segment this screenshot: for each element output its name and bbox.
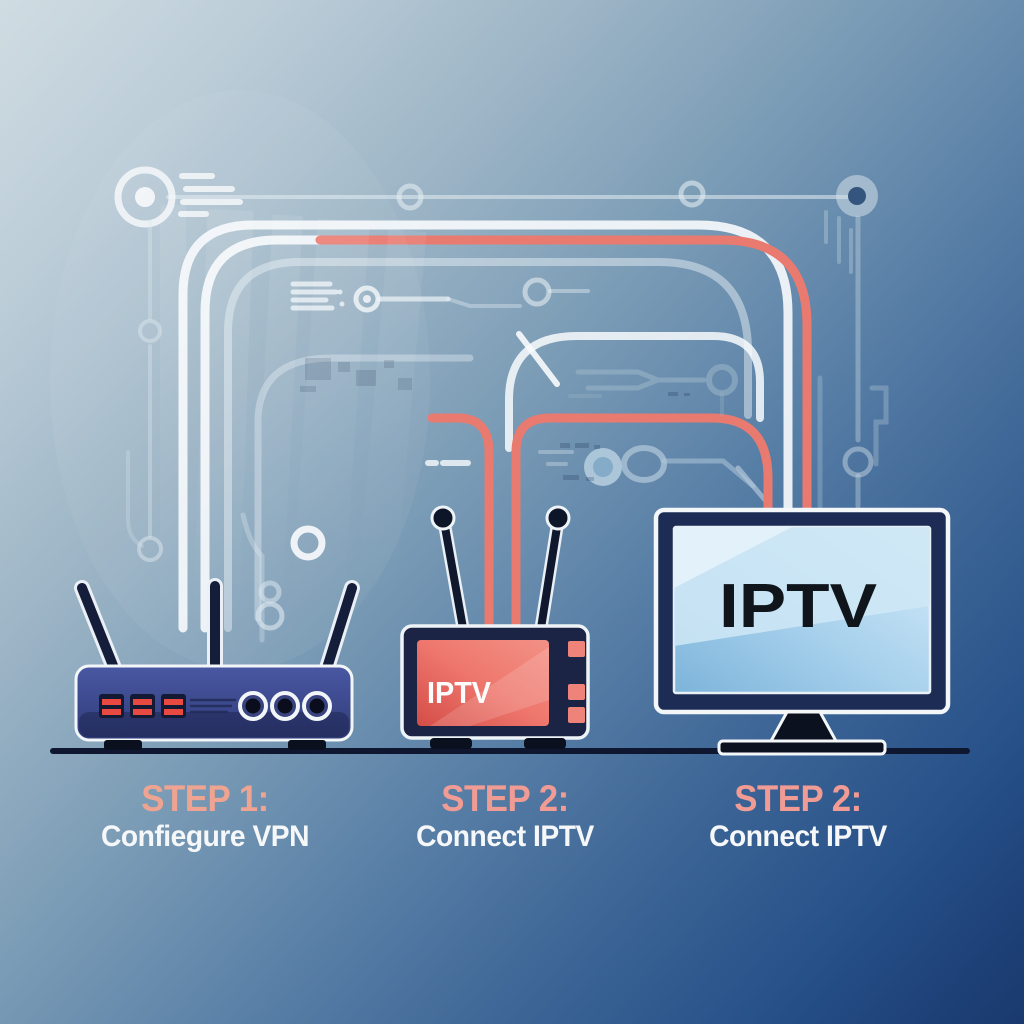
router-foot bbox=[104, 740, 142, 750]
router-foot bbox=[288, 740, 326, 750]
target-node-icon bbox=[114, 166, 243, 228]
router-ports bbox=[238, 691, 332, 721]
left-traces bbox=[126, 220, 163, 562]
blob-node-icon bbox=[824, 175, 889, 509]
router-antennas bbox=[74, 578, 360, 676]
step-2-label: STEP 2: Connect IPTV bbox=[364, 780, 646, 852]
settop-foot bbox=[430, 738, 472, 749]
settop-box-icon: IPTV bbox=[400, 505, 590, 749]
vpn-cable-red bbox=[315, 235, 812, 645]
step-3-subtitle: Connect IPTV bbox=[709, 820, 887, 853]
router-vents bbox=[190, 698, 236, 714]
step-1-subtitle: Confiegure VPN bbox=[100, 820, 310, 853]
step-2-title: STEP 2: bbox=[441, 778, 569, 819]
tv-screen: IPTV bbox=[672, 525, 932, 695]
fork-trace bbox=[568, 364, 738, 416]
top-trace bbox=[114, 166, 889, 509]
settop-screen: IPTV bbox=[417, 640, 549, 726]
tv-screen-text: IPTV bbox=[719, 572, 877, 641]
step-1-title: STEP 1: bbox=[141, 778, 269, 819]
router-body bbox=[74, 664, 354, 742]
router-led-indicators bbox=[99, 694, 186, 718]
router-icon bbox=[74, 578, 360, 750]
circle-pair-node bbox=[584, 445, 756, 489]
tv-stand bbox=[717, 710, 887, 756]
step-2-subtitle: Connect IPTV bbox=[416, 820, 594, 853]
light-beams bbox=[50, 90, 430, 670]
settop-antennas bbox=[430, 505, 571, 635]
dash-marks bbox=[425, 450, 574, 466]
tv-icon: IPTV bbox=[653, 507, 951, 756]
settop-screen-text: IPTV bbox=[427, 675, 491, 710]
step-1-label: STEP 1: Confiegure VPN bbox=[64, 780, 346, 852]
step-3-label: STEP 2: Connect IPTV bbox=[657, 780, 939, 852]
settop-foot bbox=[524, 738, 566, 749]
step-3-title: STEP 2: bbox=[734, 778, 862, 819]
settop-buttons bbox=[568, 641, 585, 723]
